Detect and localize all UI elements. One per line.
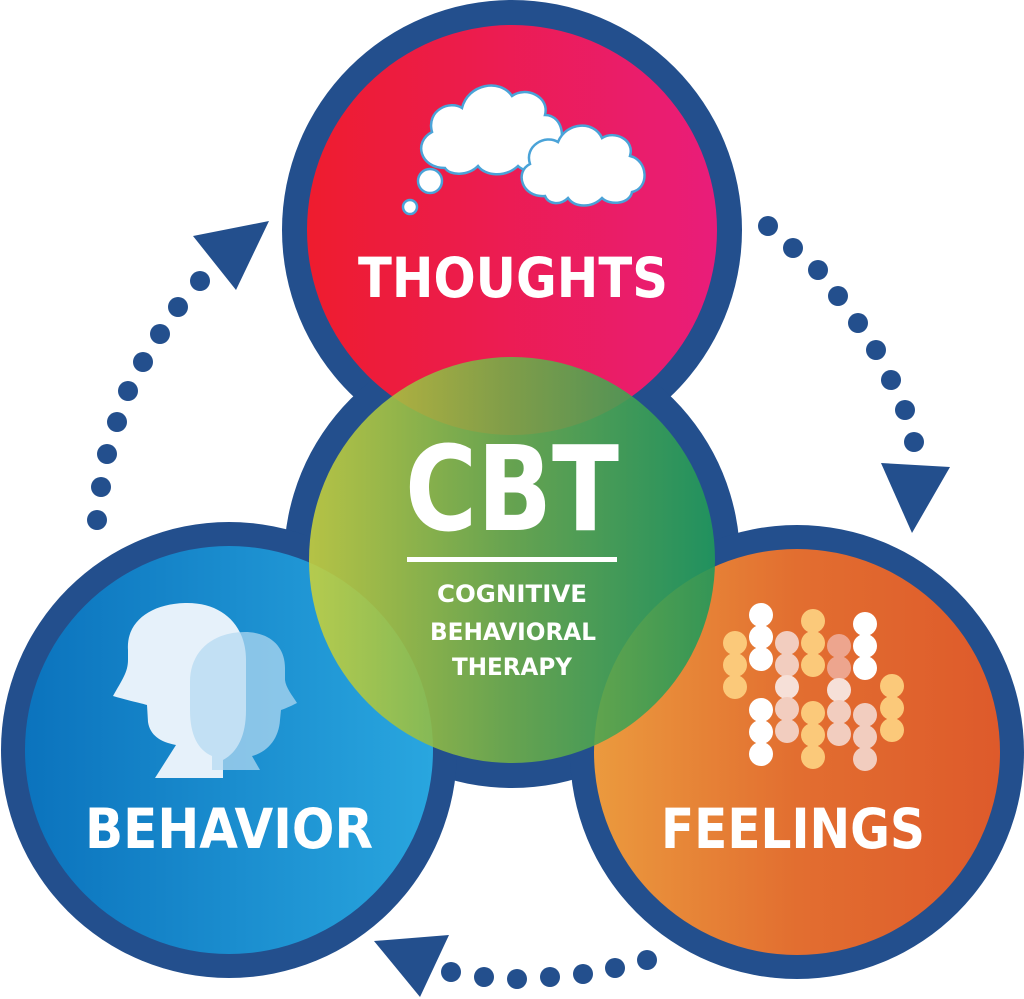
arrow-dot xyxy=(91,477,111,497)
emotion-dot xyxy=(723,653,747,677)
cbt-subtitle-line-2: BEHAVIORAL xyxy=(430,618,596,646)
arrow-dot xyxy=(881,370,901,390)
arrow-dot xyxy=(828,286,848,306)
emotion-dot xyxy=(723,675,747,699)
emotion-dot xyxy=(880,718,904,742)
emotion-dot xyxy=(749,742,773,766)
arrow-dot xyxy=(190,271,210,291)
arrow-dot xyxy=(808,260,828,280)
arrowhead-icon xyxy=(881,463,950,533)
emotion-dot xyxy=(853,703,877,727)
emotion-dot xyxy=(880,696,904,720)
behavior-label: BEHAVIOR xyxy=(85,797,373,861)
emotion-dot xyxy=(801,653,825,677)
arrow-dot xyxy=(758,216,778,236)
arrow-dot xyxy=(848,313,868,333)
emotion-dot xyxy=(775,697,799,721)
arrowhead-icon xyxy=(193,221,269,290)
emotion-dot xyxy=(775,631,799,655)
arrow-dot xyxy=(87,510,107,530)
arrow-dot xyxy=(866,340,886,360)
feelings-label: FEELINGS xyxy=(661,797,925,861)
arrow-dot xyxy=(150,324,170,344)
emotion-dot xyxy=(827,700,851,724)
arrow-feelings-to-behavior xyxy=(374,935,657,997)
arrow-dot xyxy=(904,432,924,452)
emotion-dot xyxy=(827,634,851,658)
emotion-dot xyxy=(827,656,851,680)
emotion-dot xyxy=(853,747,877,771)
arrow-dot xyxy=(895,400,915,420)
emotion-dot xyxy=(801,701,825,725)
emotion-dots-icon xyxy=(723,603,904,771)
cbt-subtitle-line-1: COGNITIVE xyxy=(437,580,587,608)
arrow-dot xyxy=(97,444,117,464)
emotion-dot xyxy=(853,725,877,749)
cbt-acronym: CBT xyxy=(405,420,619,558)
emotion-dot xyxy=(749,603,773,627)
arrow-behavior-to-thoughts xyxy=(87,221,269,530)
emotion-dot xyxy=(880,674,904,698)
emotion-dot xyxy=(801,723,825,747)
emotion-dot xyxy=(749,647,773,671)
emotion-dot xyxy=(853,656,877,680)
emotion-dot xyxy=(775,653,799,677)
arrow-dot xyxy=(107,412,127,432)
arrow-dot xyxy=(133,352,153,372)
emotion-dot xyxy=(827,722,851,746)
emotion-dot xyxy=(749,625,773,649)
arrow-dot xyxy=(637,950,657,970)
thoughts-circle xyxy=(307,25,717,435)
arrow-dot xyxy=(540,967,560,987)
arrow-dot xyxy=(474,967,494,987)
arrow-thoughts-to-feelings xyxy=(758,216,950,533)
arrow-dot xyxy=(168,297,188,317)
emotion-dot xyxy=(775,719,799,743)
thoughts-label: THOUGHTS xyxy=(358,246,668,310)
arrow-dot xyxy=(118,381,138,401)
emotion-dot xyxy=(801,745,825,769)
two-heads-icon xyxy=(113,602,297,778)
cbt-divider xyxy=(407,557,617,562)
arrow-dot xyxy=(507,969,527,989)
arrow-dot xyxy=(783,238,803,258)
emotion-dot xyxy=(801,609,825,633)
emotion-dot xyxy=(749,720,773,744)
emotion-dot xyxy=(749,698,773,722)
arrowhead-icon xyxy=(374,935,449,997)
arrow-dot xyxy=(605,958,625,978)
feelings-circle xyxy=(594,549,1000,955)
emotion-dot xyxy=(801,631,825,655)
emotion-dot xyxy=(853,634,877,658)
arrow-dot xyxy=(573,964,593,984)
emotion-dot xyxy=(775,675,799,699)
emotion-dot xyxy=(853,612,877,636)
cycle-arrows xyxy=(87,216,950,997)
arrow-dot xyxy=(441,962,461,982)
cbt-subtitle-line-3: THERAPY xyxy=(452,653,573,681)
thought-clouds-icon xyxy=(401,84,646,216)
emotion-dot xyxy=(827,678,851,702)
emotion-dot xyxy=(723,631,747,655)
